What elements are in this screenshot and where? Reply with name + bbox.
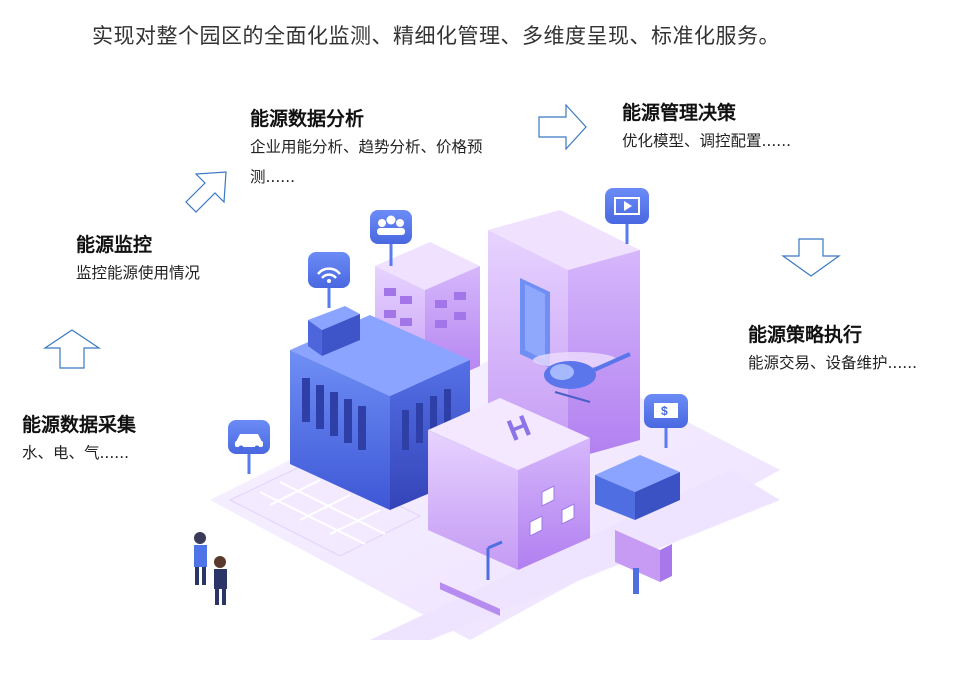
dollar-icon: $ xyxy=(644,394,688,448)
svg-text:$: $ xyxy=(661,404,668,418)
arrow-down-icon xyxy=(781,238,841,277)
step-title: 能源策略执行 xyxy=(748,324,863,346)
arrow-right-icon xyxy=(538,103,587,151)
street-lamp xyxy=(486,540,503,580)
smart-park-illustration: H xyxy=(194,188,780,640)
blue-kiosk xyxy=(595,455,680,520)
helicopter xyxy=(533,352,631,403)
step-monitoring: 能源监控 监控能源使用情况 xyxy=(76,232,266,288)
step-desc: 监控能源使用情况 xyxy=(76,264,201,282)
arrow-up-icon xyxy=(43,329,101,369)
people-icon xyxy=(370,210,412,266)
step-desc: 企业用能分析、趋势分析、价格预测...... xyxy=(250,138,483,186)
step-decision: 能源管理决策 优化模型、调控配置...... xyxy=(622,100,852,156)
headline: 实现对整个园区的全面化监测、精细化管理、多维度呈现、标准化服务。 xyxy=(92,24,780,48)
car-icon xyxy=(228,420,270,474)
step-title: 能源数据分析 xyxy=(250,108,365,130)
step-desc: 能源交易、设备维护...... xyxy=(748,354,918,372)
step-data-analysis: 能源数据分析 企业用能分析、趋势分析、价格预测...... xyxy=(250,106,490,192)
people xyxy=(194,532,227,605)
step-title: 能源管理决策 xyxy=(622,102,737,124)
helipad-building: H xyxy=(428,398,590,616)
step-execution: 能源策略执行 能源交易、设备维护...... xyxy=(748,322,968,378)
step-desc: 水、电、气...... xyxy=(22,444,130,462)
step-title: 能源监控 xyxy=(76,234,153,256)
step-title: 能源数据采集 xyxy=(22,414,137,436)
step-data-collection: 能源数据采集 水、电、气...... xyxy=(22,412,192,468)
step-desc: 优化模型、调控配置...... xyxy=(622,132,792,150)
arrow-up-right-icon xyxy=(185,171,227,213)
wifi-icon xyxy=(308,252,350,308)
video-icon xyxy=(605,188,649,244)
billboard xyxy=(615,530,672,594)
